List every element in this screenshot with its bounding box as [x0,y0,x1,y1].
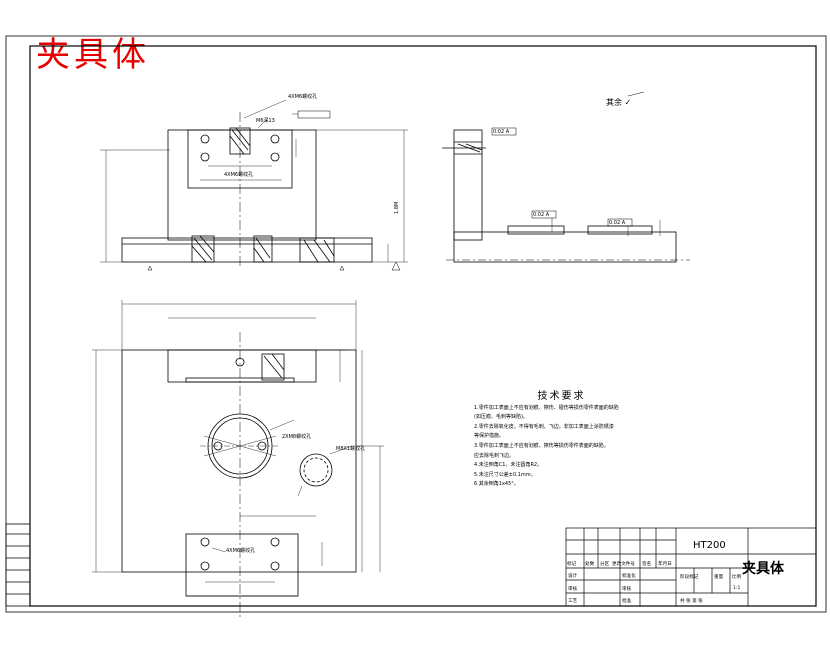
tech-req-item: 1.零件加工表面上不应有划痕、擦伤、碰伤等损伤零件表面的缺陷 [474,404,619,411]
row-check: 审核 [568,585,578,592]
rev-sign: 签名 [642,560,651,567]
binding-strip [5,523,31,607]
tech-req-item: 等保护措施。 [474,433,505,440]
technical-requirements: 技术要求 1.零件加工表面上不应有划痕、擦伤、碰伤等损伤零件表面的缺陷 (如压痕… [474,392,649,490]
tech-req-item: 2.零件去除氧化皮。不得有毛刺、飞边。非加工表面上涂防锈漆 [474,423,614,430]
outer-border [5,35,827,613]
rev-doc: 更改文件号 [612,560,635,567]
tech-req-item: (如压痕、毛刺等缺陷)。 [474,414,528,421]
tech-req-item: 5.未注尺寸公差±0.1mm。 [474,471,536,478]
plan-note-2: 2XM8螺纹孔 [282,433,311,440]
row-standard: 标准化 [622,572,636,579]
front-note-1: 4XM6螺纹孔 [288,93,317,100]
tech-req-item: 6.其余倒角1x45°。 [474,481,519,488]
row-review: 审核 [622,585,632,592]
material-label: HT200 [693,540,726,551]
stage-header: 阶段标记 [680,573,699,580]
weight-header: 重量 [714,573,724,580]
title-block-drawing-name: 夹具体 [742,561,784,577]
plan-view [92,300,384,620]
rev-mark: 标记 [567,560,577,567]
roughness-note: 其余 ✓ [606,98,632,107]
row-approve: 批准 [622,597,632,604]
side-note-2: 0.02 A [533,212,550,218]
scale-header: 比例 [732,573,742,580]
rev-count: 处数 [585,560,595,567]
tech-req-heading: 技术要求 [537,391,586,402]
plan-note-1: 4XM6螺纹孔 [226,547,255,554]
row-design: 设计 [568,572,578,579]
sheet-info: 共 张 第 张 [680,597,703,604]
rev-zone: 分区 [600,560,610,567]
side-note-1: 0.02 A [493,129,510,135]
row-process: 工艺 [568,598,578,604]
drawing-title-stamp: 夹具体 [36,35,150,75]
title-block [565,527,817,607]
inner-border [29,45,817,607]
plan-note-3: M8X1螺纹孔 [336,445,365,452]
front-note-4: 4XM6螺纹孔 [224,171,253,178]
scale-value: 1:1 [733,585,740,591]
annotation-texts: 4XM6螺纹孔 M6深13 1.8M 4XM6螺纹孔 4XM6螺纹孔 2XM8螺… [224,93,626,554]
front-note-3: 1.8M [394,202,400,214]
tech-req-item: 3.零件加工表面上不应有划痕、擦伤等损伤零件表面的缺陷， [474,442,609,449]
rev-date: 年月日 [658,560,672,567]
title-block-texts: 标记 处数 分区 更改文件号 签名 年月日 设计 标准化 审核 审核 工艺 批准… [567,560,742,604]
front-view [100,99,408,271]
front-note-2: M6深13 [256,117,275,124]
tech-req-item: 4.未注倒角C1，未注圆角R2。 [474,462,543,469]
tech-req-item: 应去除毛刺飞边。 [474,452,515,459]
side-view [442,91,690,263]
side-note-3: 0.02 A [609,220,626,226]
